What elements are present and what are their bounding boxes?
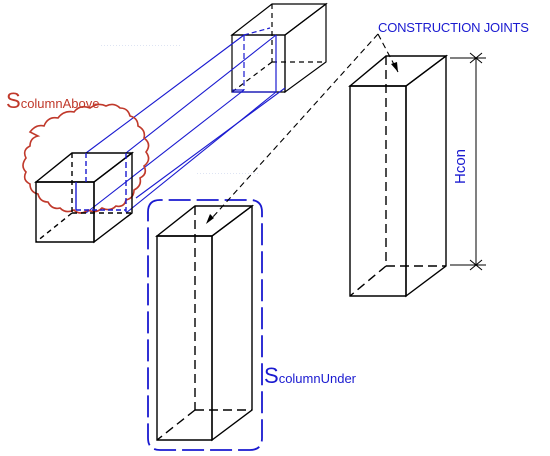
label-height: Hcon <box>452 148 469 184</box>
label-column-under-initial: S <box>264 363 279 388</box>
joint-leaders <box>211 33 399 219</box>
leader-arrowhead-right <box>391 62 398 72</box>
left-cube-section <box>75 153 127 212</box>
label-construction-joints: CONSTRUCTION JOINTS <box>378 20 529 35</box>
background-smudge: ⋯⋯⋯⋯⋯⋯⋯⋯⋯ <box>100 40 181 50</box>
label-column-under: ScolumnUnder <box>264 363 356 389</box>
label-column-above-initial: S <box>6 88 21 113</box>
label-column-above-rest: columnAbove <box>20 96 100 111</box>
highlight-cloud <box>22 103 150 214</box>
column-right <box>348 54 449 298</box>
column-under-outline <box>147 199 263 451</box>
column-under <box>154 204 255 442</box>
height-dimension <box>450 52 486 271</box>
label-column-above: ScolumnAbove <box>6 88 99 114</box>
projection-lines <box>85 34 286 214</box>
leader-arrowhead-center <box>206 214 214 224</box>
left-cube <box>34 151 135 244</box>
background-smudge: ⋯⋯⋯⋯⋯⋯⋯ <box>196 168 259 178</box>
label-column-under-rest: columnUnder <box>278 371 357 386</box>
upper-cube <box>230 2 328 94</box>
upper-cube-section <box>232 27 277 93</box>
